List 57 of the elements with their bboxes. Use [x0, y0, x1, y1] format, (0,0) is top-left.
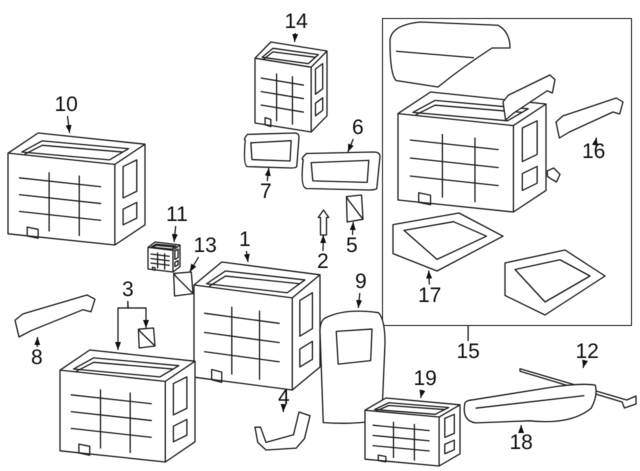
rear-panel-drawing — [320, 308, 385, 425]
callout-number: 7 — [260, 181, 272, 203]
leader-arrow — [518, 425, 524, 433]
callout-number: 17 — [418, 284, 442, 306]
bracket-drawing — [255, 412, 310, 450]
bracket-drawing — [15, 295, 95, 337]
tray-drawing — [392, 212, 502, 270]
leader-arrow — [320, 234, 326, 252]
callout-number: 6 — [352, 117, 364, 139]
mat-drawing — [243, 133, 299, 168]
callout-number: 15 — [456, 341, 480, 363]
mat-drawing — [300, 152, 380, 190]
cap-drawing — [172, 272, 193, 296]
callout-number: 5 — [346, 235, 358, 257]
callout-number: 12 — [576, 341, 599, 363]
leader-line — [468, 326, 469, 341]
clip-drawing — [137, 328, 155, 348]
callout-number: 9 — [355, 271, 367, 293]
callout-number: 4 — [278, 387, 290, 409]
console-body-drawing — [194, 262, 320, 390]
leader-arrow — [66, 116, 72, 134]
leader-arrow — [347, 138, 354, 152]
leader-arrow — [582, 360, 588, 368]
callout-number: 19 — [414, 368, 437, 390]
callout-number: 11 — [166, 204, 188, 226]
leader-arrow — [420, 390, 426, 398]
leader-arrow — [189, 256, 200, 272]
callout-number: 16 — [582, 140, 606, 162]
callout-number: 10 — [54, 94, 78, 116]
switch-drawing — [148, 242, 180, 272]
leader-arrow — [356, 292, 362, 308]
leader-arrow — [244, 250, 250, 262]
leader-arrow — [350, 222, 356, 236]
handle-drawing — [462, 383, 598, 425]
console-panel-drawing — [8, 133, 145, 245]
callout-number: 14 — [284, 11, 308, 33]
mechanism-drawing — [365, 398, 460, 466]
callout-number: 8 — [31, 347, 43, 369]
clip-drawing — [316, 210, 331, 235]
leader-arrow — [280, 404, 287, 412]
console-frame-drawing — [60, 350, 195, 462]
leader-arrow — [34, 336, 40, 348]
leader-arrow — [592, 137, 598, 146]
callout-number: 3 — [122, 279, 134, 301]
callout-number: 13 — [194, 235, 217, 257]
leader-arrow — [292, 32, 298, 42]
storage-bin-drawing — [255, 42, 327, 132]
leader-arrow — [426, 270, 432, 285]
group-frame — [382, 18, 632, 326]
leader-arrow — [264, 168, 271, 182]
callout-number: 18 — [510, 432, 533, 454]
leader-arrow — [172, 226, 178, 242]
leader-arrow — [115, 301, 129, 350]
pad-drawing — [345, 195, 363, 222]
callout-number: 2 — [317, 251, 329, 273]
trim-piece-drawing — [556, 98, 622, 138]
callout-number: 1 — [239, 229, 251, 251]
